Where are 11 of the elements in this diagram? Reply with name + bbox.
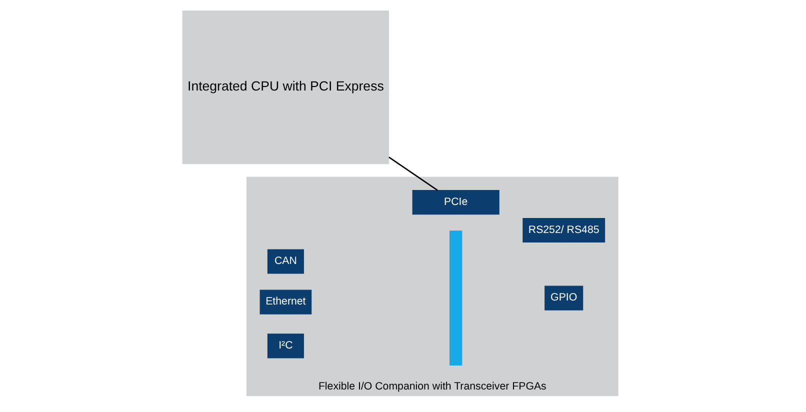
node-box: RS252/ RS485 [522,218,606,243]
node-box: Integrated CPU with PCI Express [182,10,390,164]
node-box: PCIe [412,190,500,215]
node-box: CAN [267,249,304,274]
node-box: GPIO [544,286,584,310]
node-box: Ethernet [260,290,312,314]
node-bar [450,230,462,366]
node-box: I²C [267,334,304,358]
cluster [246,176,618,396]
connector [388,156,438,191]
node-label: Flexible I/O Companion with Transceiver FPGAs [318,380,546,393]
